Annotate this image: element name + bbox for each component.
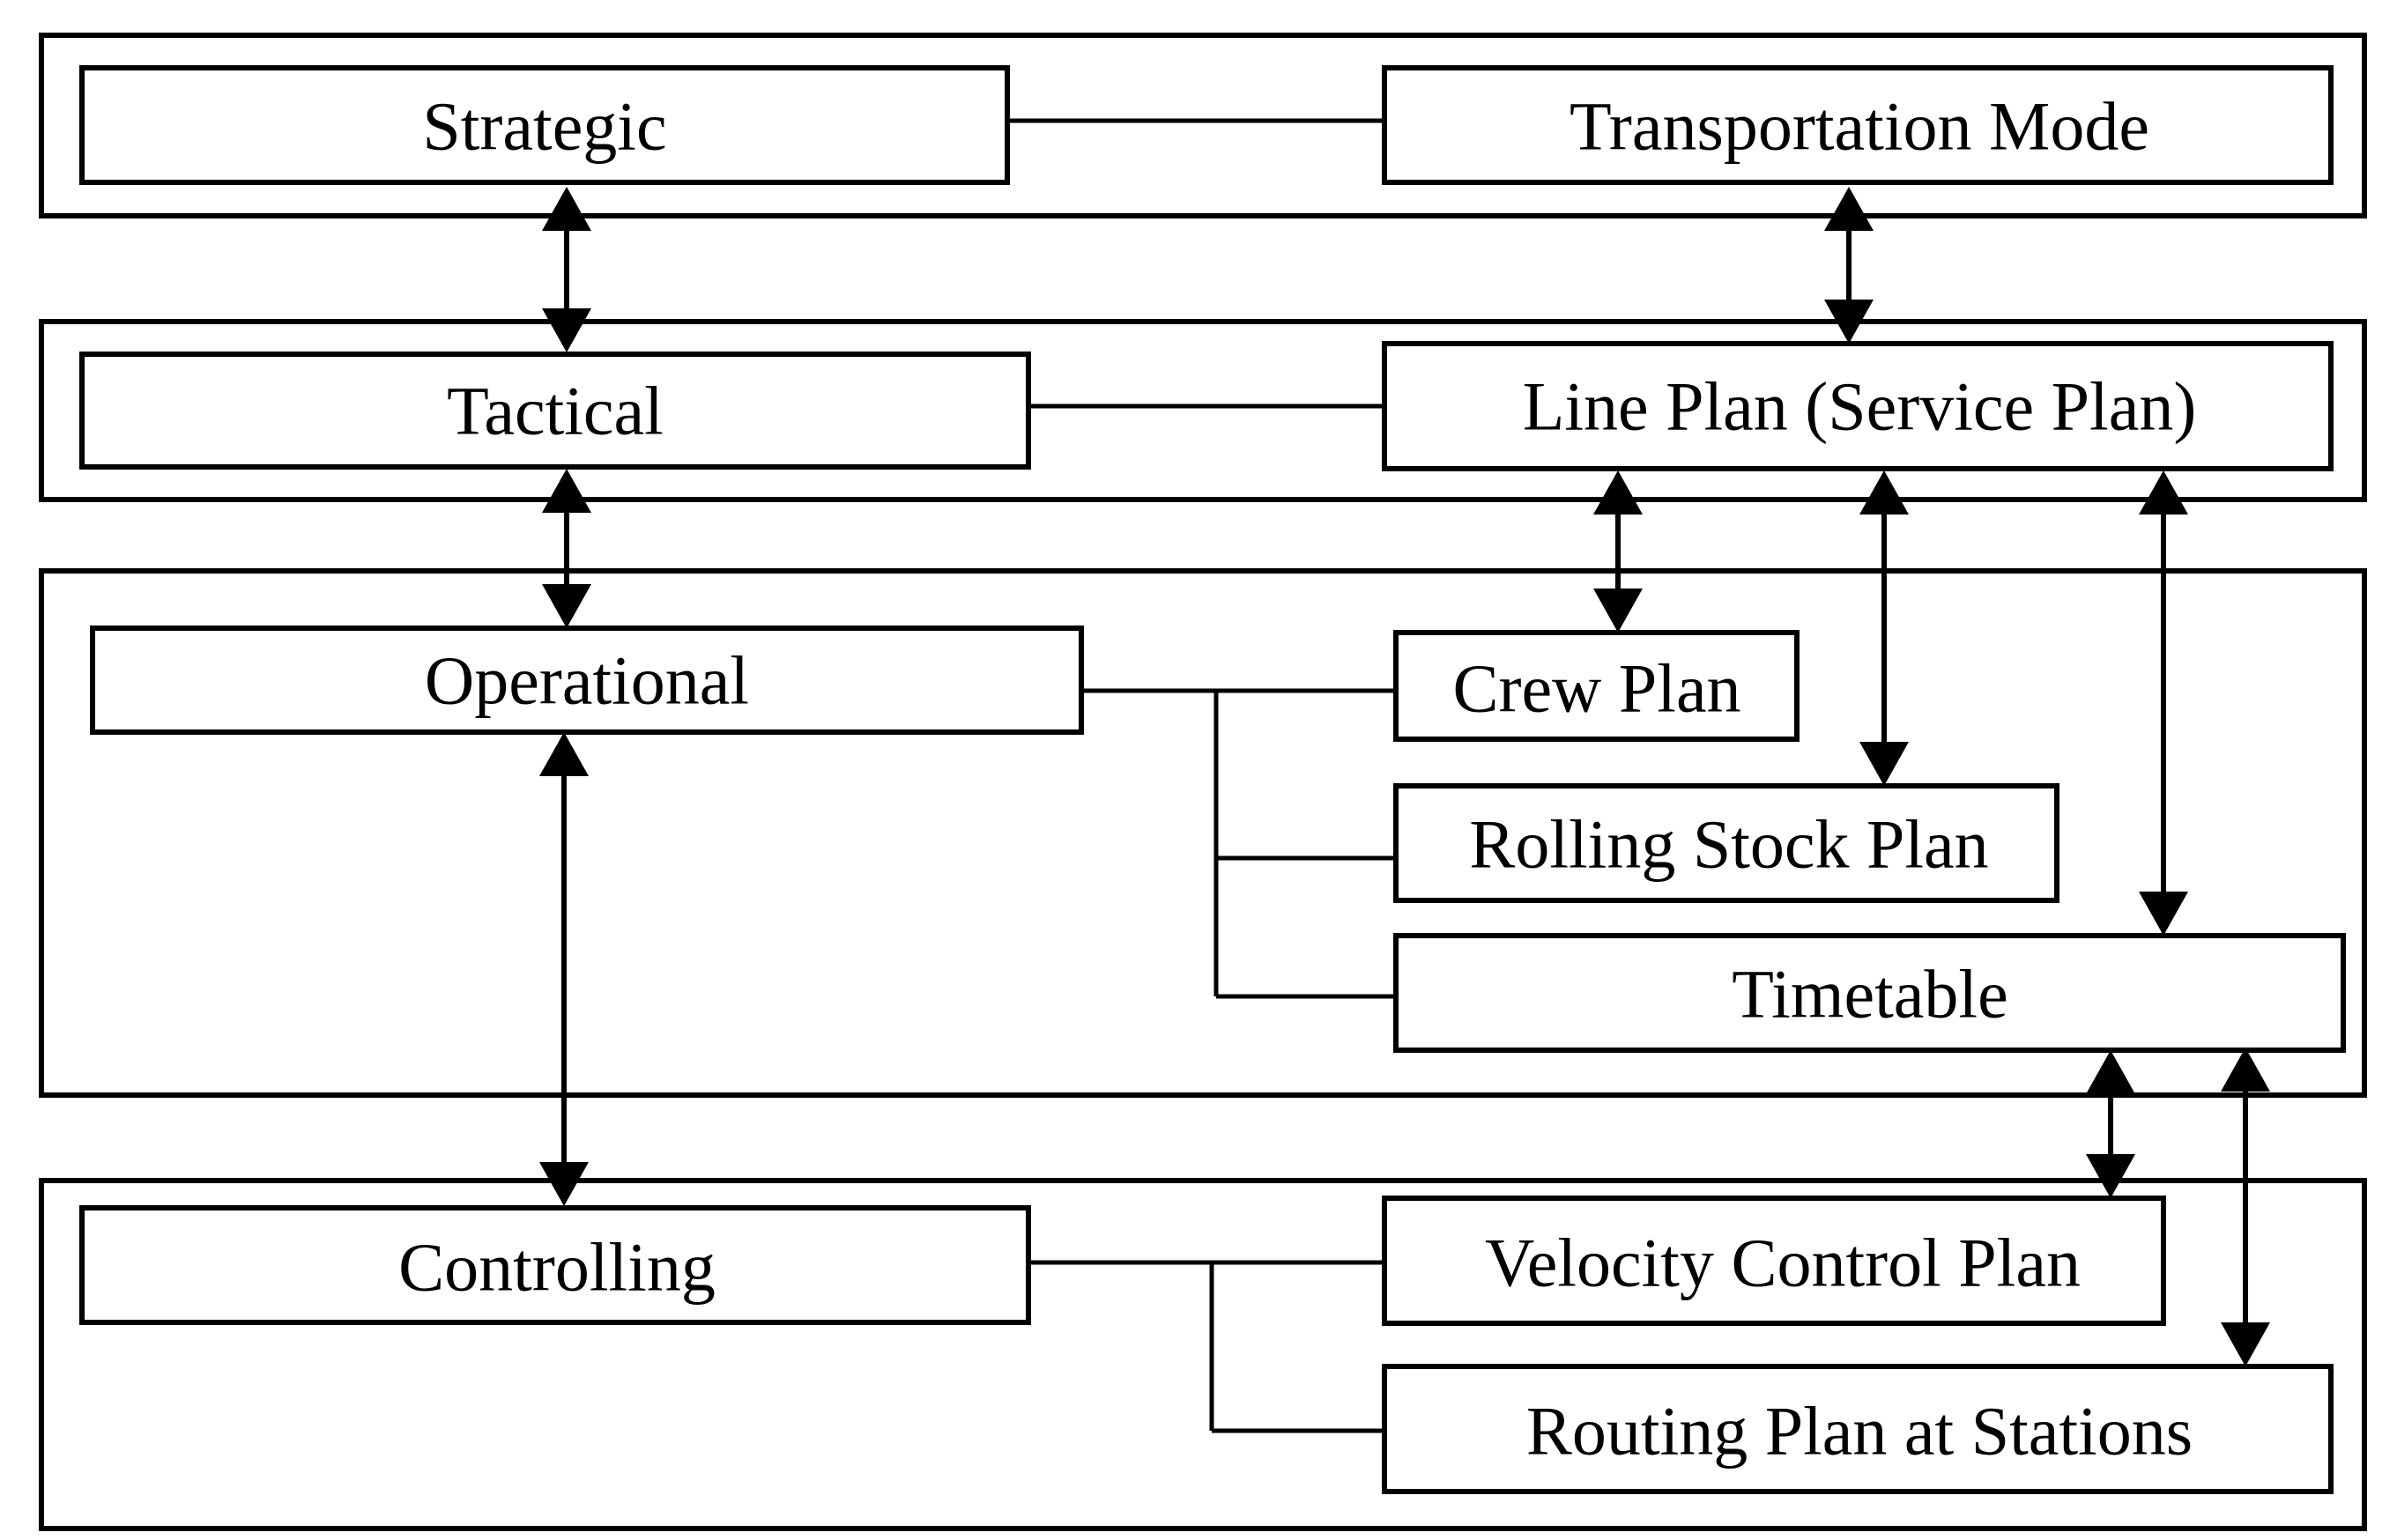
operational-panel [39, 568, 2367, 1098]
tactical-box: Tactical [79, 352, 1031, 470]
velocity-control-plan-box: Velocity Control Plan [1382, 1196, 2166, 1326]
arrow-lineplan-crewplan [1593, 470, 1643, 633]
controlling-label: Controlling [398, 1229, 716, 1306]
crew-plan-box: Crew Plan [1393, 630, 1800, 742]
tactical-panel [39, 319, 2367, 502]
rolling-stock-plan-label: Rolling Stock Plan [1469, 806, 1988, 883]
arrow-strategic-tactical [542, 187, 591, 352]
strategic-panel [39, 33, 2367, 218]
controlling-box: Controlling [79, 1205, 1031, 1325]
line-plan-label: Line Plan (Service Plan) [1523, 368, 2197, 445]
routing-plan-box: Routing Plan at Stations [1382, 1364, 2334, 1494]
line-plan-box: Line Plan (Service Plan) [1382, 341, 2334, 471]
arrow-tactical-operational [542, 469, 591, 628]
rolling-stock-plan-box: Rolling Stock Plan [1393, 783, 2059, 903]
timetable-box: Timetable [1393, 933, 2346, 1053]
controlling-panel [39, 1178, 2367, 1531]
connector-lines [1007, 118, 1396, 1433]
arrow-operational-controlling [539, 732, 589, 1206]
velocity-control-plan-label: Velocity Control Plan [1485, 1225, 2081, 1301]
arrow-timetable-velocity [2086, 1050, 2135, 1198]
transportation-mode-box: Transportation Mode [1382, 65, 2334, 185]
operational-box: Operational [90, 626, 1084, 735]
arrow-timetable-routing [2221, 1048, 2270, 1366]
transportation-mode-label: Transportation Mode [1570, 88, 2149, 165]
strategic-box: Strategic [79, 65, 1010, 185]
arrow-mode-lineplan [1824, 187, 1874, 344]
routing-plan-label: Routing Plan at Stations [1526, 1393, 2193, 1470]
crew-plan-label: Crew Plan [1452, 650, 1740, 727]
strategic-label: Strategic [422, 88, 666, 165]
operational-label: Operational [425, 642, 749, 719]
tactical-label: Tactical [447, 373, 664, 449]
arrow-lineplan-rollingstock [1859, 470, 1909, 786]
timetable-label: Timetable [1732, 956, 2007, 1033]
arrow-lineplan-timetable [2139, 470, 2188, 936]
